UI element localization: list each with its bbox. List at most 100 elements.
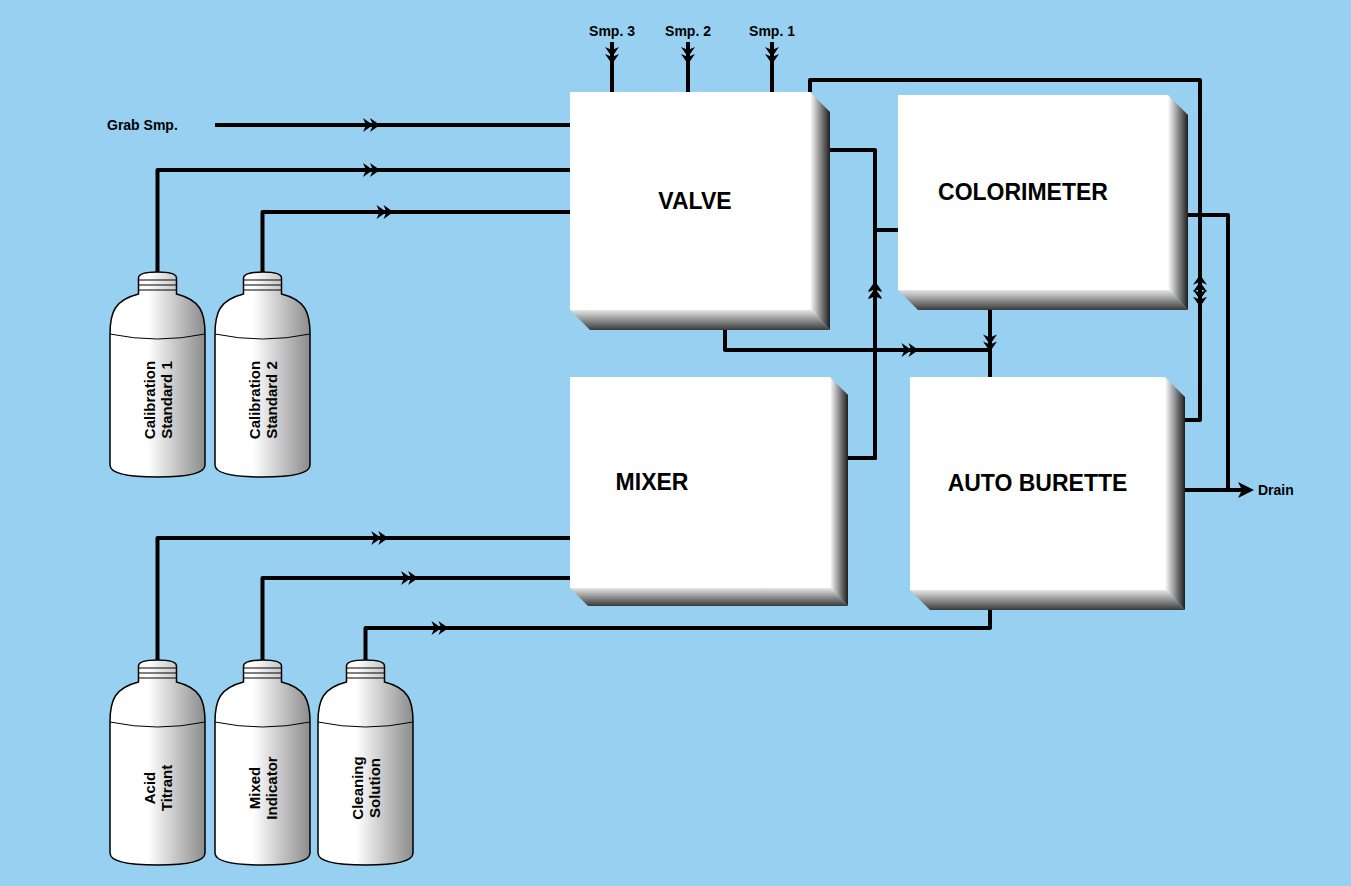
text-holder: Calibration Standard 1 [128,348,188,452]
flow-arrow [363,118,380,132]
arrowhead [401,571,418,585]
bottle-shoulder [215,722,310,727]
cap-ridge [347,673,385,674]
box-side [1165,377,1185,610]
arrowhead [431,621,448,635]
bottle-outline [215,660,310,865]
bottle-shape [110,660,205,865]
arrowhead [363,163,380,177]
box-title: AUTO BURETTE [948,470,1128,496]
box-shape [570,377,848,606]
connector-line [366,610,991,660]
sample-inlet-label: Smp. 2 [665,23,711,39]
box-bottom [898,290,1188,310]
arrowhead [377,205,394,219]
cap-ridge [139,673,177,674]
arrowhead [868,281,882,298]
cap-ridge [244,678,282,679]
cap-ridge [244,280,282,281]
bottle-outline [110,272,205,477]
sample-inlet-label: Smp. 3 [589,23,635,39]
arrowhead [1193,290,1207,307]
bottle-shoulder [110,334,205,339]
cap-ridge [244,290,282,291]
cap-ridge [244,673,282,674]
bottle-outline [215,272,310,477]
bottle-shoulder [318,722,413,727]
flow-connector [810,80,1207,420]
flow-connector [725,330,990,377]
bottle-outline [110,660,205,865]
cap-ridge [244,285,282,286]
flow-arrow [681,47,695,64]
cap-ridge [139,668,177,669]
text-holder: Mixed Indicator [233,747,293,829]
process-box: COLORIMETER [898,95,1188,310]
text-holder: MIXER [522,377,782,588]
box-side [810,92,830,330]
box-face [570,377,830,588]
drain-arrowhead [1238,482,1254,498]
box-face [910,377,1165,590]
text-holder: Cleaning Solution [336,747,396,829]
cap-ridge [139,280,177,281]
flow-connector [983,310,997,377]
flow-arrow [765,47,779,64]
text-holder: Calibration Standard 2 [233,348,293,452]
drain-line [1185,488,1244,492]
drain-line [1188,215,1244,490]
flow-arrow [605,47,619,64]
connector-line [263,578,571,660]
arrowhead [902,343,919,357]
arrowhead [983,335,997,352]
connector-line [158,170,571,272]
flow-connector [158,163,571,272]
box-title: VALVE [658,188,731,214]
flow-connector [366,610,991,660]
box-face [570,92,810,310]
box-side [830,377,848,606]
connector-line [725,330,990,377]
process-box: AUTO BURETTE [910,377,1185,610]
text-holder: VALVE [575,92,815,310]
text-holder: AUTO BURETTE [910,377,1165,590]
cap-ridge [139,678,177,679]
box-title: MIXER [616,469,689,495]
cap-ridge [139,285,177,286]
bottle-shoulder [215,334,310,339]
process-box: VALVE [570,92,830,330]
flow-connector [848,230,898,458]
bottle-label: Acid Titrant [140,747,175,829]
connector-line [810,80,1200,420]
process-box: MIXER [570,377,848,606]
reagent-bottle: Acid Titrant [110,660,205,865]
bottle-label: Calibration Standard 2 [245,348,280,452]
box-bottom [570,310,830,330]
bottle-label: Cleaning Solution [348,747,383,829]
bottle-label: Mixed Indicator [245,747,280,829]
bottle-shoulder [110,722,205,727]
bottle-outline [318,660,413,865]
box-bottom [910,590,1185,610]
connector-line [848,230,898,458]
sample-inlet-label: Smp. 1 [749,23,795,39]
box-face [898,95,1168,290]
connector-line [263,212,571,272]
cap-ridge [244,668,282,669]
reagent-bottle: Cleaning Solution [318,660,413,865]
grab-sample-line [215,123,570,127]
box-bottom [570,588,848,606]
bottle-label: Calibration Standard 1 [140,348,175,452]
text-holder: Acid Titrant [128,747,188,829]
cap-ridge [347,678,385,679]
box-title: COLORIMETER [938,179,1108,205]
cap-ridge [347,668,385,669]
flow-connector [263,571,571,660]
outlet-label: Drain [1258,482,1294,498]
arrowhead [1193,275,1207,292]
reagent-bottle: Mixed Indicator [215,660,310,865]
flow-connector [263,205,571,272]
reagent-bottle: Calibration Standard 1 [110,272,205,477]
